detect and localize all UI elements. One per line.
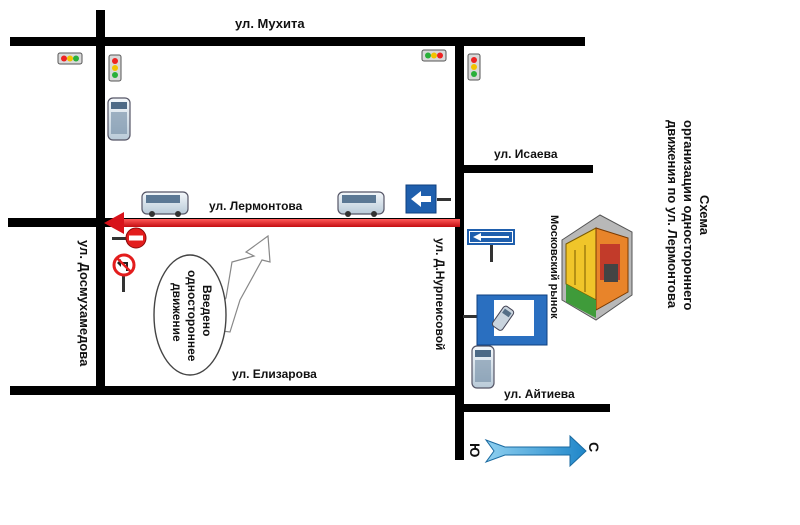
street-label-dosmukhamedova: ул. Досмухамедова (77, 240, 92, 367)
road-dosmukhamedova (96, 10, 105, 392)
compass-south-label: Ю (467, 443, 483, 457)
traffic-light-icon (467, 53, 481, 81)
no-left-turn-sign-icon (112, 253, 136, 292)
traffic-light-icon (421, 49, 447, 62)
one-way-direction-arrow (104, 212, 460, 234)
scheme-title: Схема организации одностороннего движени… (665, 120, 712, 311)
street-label-elizarova: ул. Елизарова (232, 367, 317, 381)
one-way-callout: Введено одностороннее движение (153, 234, 271, 376)
title-line-2: организации одностороннего (681, 120, 696, 311)
street-label-mukhita: ул. Мухита (235, 16, 305, 31)
bus-stop-sign-icon (463, 294, 548, 346)
compass-north-label: С (586, 442, 602, 452)
road-nurpeisovoi (455, 40, 464, 460)
road-aitieva (460, 404, 610, 412)
street-label-aitieva: ул. Айтиева (504, 387, 575, 401)
bus-icon (107, 97, 131, 141)
road-elizarova (10, 386, 463, 395)
one-way-sign-icon (405, 184, 451, 214)
traffic-light-icon (57, 52, 83, 65)
compass-arrow: Ю С (467, 434, 602, 468)
market-label: Московский рынок (548, 215, 560, 319)
bus-icon (141, 191, 189, 217)
callout-line-3: движение (170, 283, 184, 342)
road-isaeva (460, 165, 593, 173)
callout-line-2: одностороннее (185, 270, 199, 362)
bus-icon (471, 345, 495, 389)
no-entry-sign-icon (112, 227, 147, 249)
street-label-lermontova: ул. Лермонтова (209, 199, 303, 213)
street-label-nurpeisovoi: ул. Д.Нурпеисовой (433, 238, 447, 350)
one-way-sign-icon (467, 229, 515, 262)
market-building-icon (561, 214, 633, 321)
bus-icon (337, 191, 385, 217)
traffic-light-icon (108, 54, 122, 82)
title-line-1: Схема (697, 195, 712, 236)
callout-line-1: Введено (200, 285, 214, 336)
title-line-3: движения по ул. Лермонтова (665, 120, 680, 309)
road-mukhita (10, 37, 585, 46)
street-label-isaeva: ул. Исаева (494, 147, 558, 161)
